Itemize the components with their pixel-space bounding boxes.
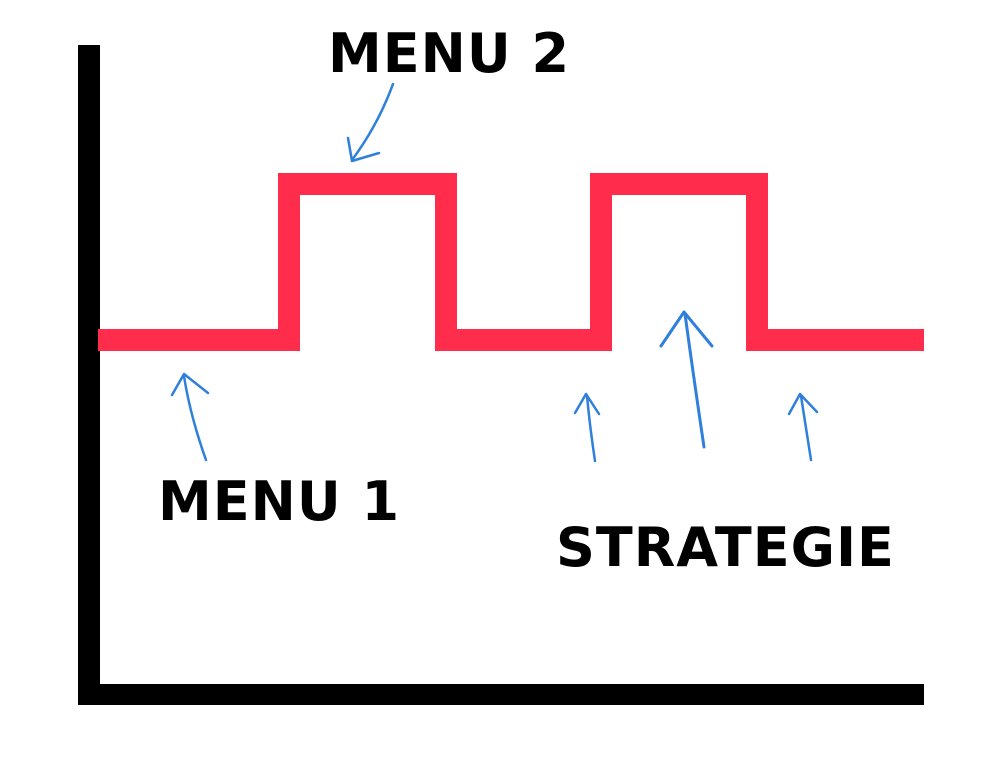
strategie-arrow-center	[659, 310, 714, 449]
menu-step-line	[98, 173, 924, 351]
x-axis	[78, 684, 924, 705]
axes	[78, 45, 924, 705]
menu-2-label: MENU 2	[328, 22, 570, 85]
menu-1-arrow	[170, 372, 210, 462]
strategie-label: STRATEGIE	[556, 516, 895, 579]
strategie-arrow-right	[787, 392, 819, 462]
menu-2-arrow	[346, 82, 395, 163]
menu-1-label: MENU 1	[158, 470, 400, 533]
strategie-arrow-left	[573, 392, 601, 463]
arrows	[170, 82, 819, 463]
y-axis	[78, 45, 100, 705]
